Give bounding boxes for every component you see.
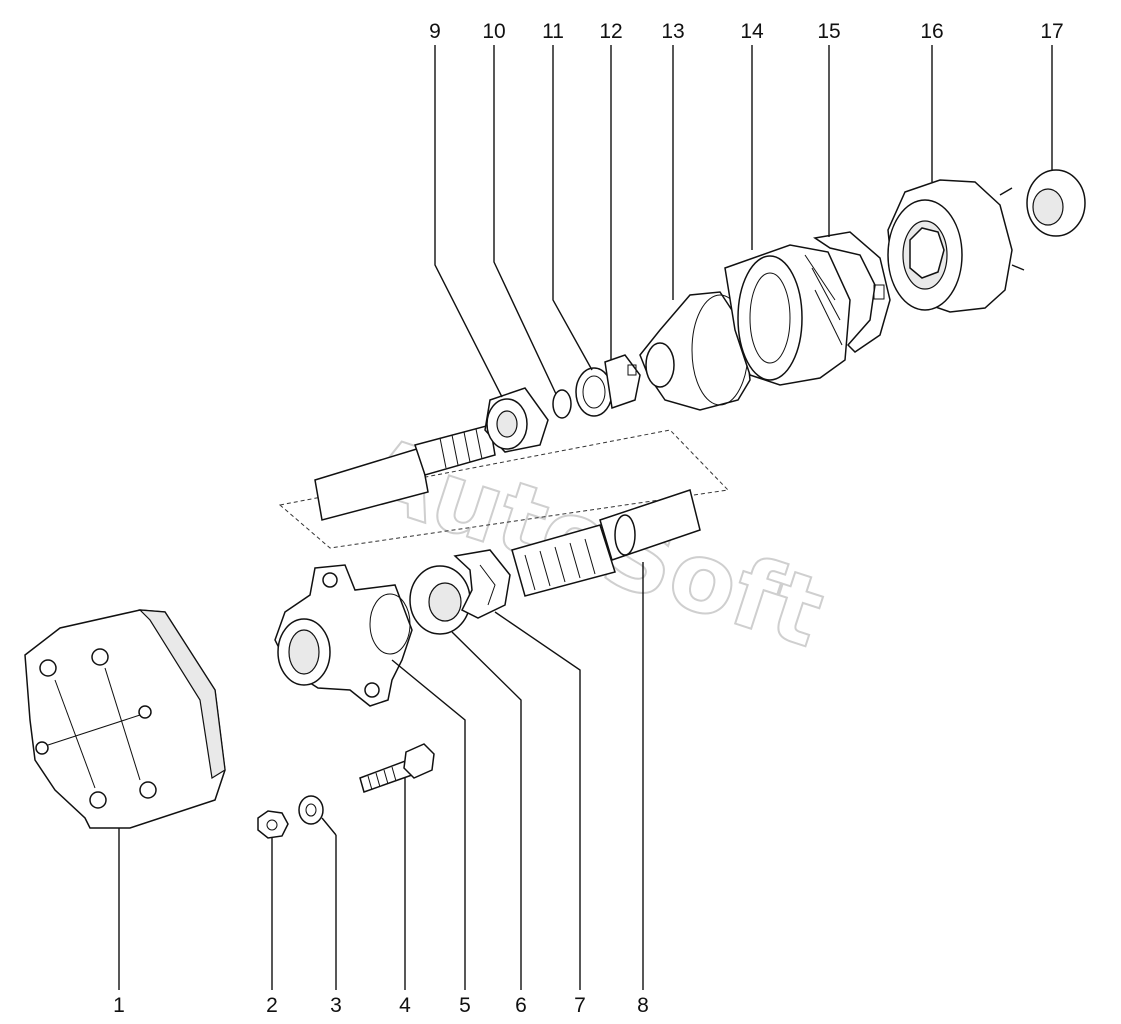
- part-13-boot: [639, 291, 751, 411]
- label-14: 14: [740, 20, 764, 43]
- label-10: 10: [482, 20, 505, 43]
- part-1-flexible-coupling: [24, 609, 226, 829]
- part-4-bolt: [359, 743, 435, 793]
- inner-shaft: [314, 424, 496, 521]
- label-5: 5: [459, 994, 471, 1017]
- part-2-nut: [257, 810, 289, 839]
- label-9: 9: [429, 20, 441, 43]
- label-3: 3: [330, 994, 342, 1017]
- part-14-bellows-cover: [724, 244, 851, 386]
- label-13: 13: [661, 20, 684, 43]
- part-16-cv-joint: [887, 179, 1025, 313]
- part-6-seal-ring: [409, 565, 471, 635]
- label-8: 8: [637, 994, 649, 1017]
- label-1: 1: [113, 994, 125, 1017]
- label-12: 12: [599, 20, 622, 43]
- label-7: 7: [574, 994, 586, 1017]
- part-17-cap: [1026, 169, 1086, 237]
- label-17: 17: [1040, 20, 1063, 43]
- label-15: 15: [817, 20, 840, 43]
- part-5-flange: [274, 564, 413, 707]
- part-15-clamp-ring: [813, 231, 891, 353]
- label-6: 6: [515, 994, 527, 1017]
- leader-lines: [118, 45, 1053, 990]
- label-4: 4: [399, 994, 411, 1017]
- label-11: 11: [542, 20, 564, 43]
- part-12-clamp: [604, 354, 641, 410]
- part-8-splined-shaft: [511, 489, 701, 597]
- label-16: 16: [920, 20, 943, 43]
- part-10-circlip: [552, 389, 572, 419]
- shaft-section-outline: [278, 429, 730, 549]
- part-labels: 1 2 3 4 5 6 7 8 9 10 11 12 13 14 15 16 1…: [113, 20, 1064, 1017]
- part-9-bearing-ring: [484, 387, 549, 453]
- part-7-deflector: [453, 549, 511, 619]
- part-3-washer: [298, 795, 324, 825]
- label-2: 2: [266, 994, 278, 1017]
